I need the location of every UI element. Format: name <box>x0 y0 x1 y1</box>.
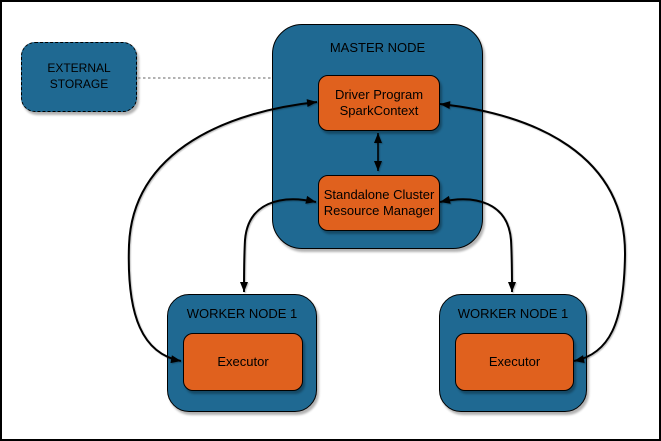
resource-manager-box: Standalone Cluster Resource Manager <box>318 175 440 231</box>
driver-program-label-line2: SparkContext <box>339 103 419 118</box>
worker-node-right: WORKER NODE 1 Executor <box>439 294 587 412</box>
master-node-title: MASTER NODE <box>329 40 426 55</box>
driver-program-label-line1: Driver Program <box>334 86 424 102</box>
executor-left-label: Executor <box>217 353 269 369</box>
executor-right-box: Executor <box>455 333 574 391</box>
resource-manager-label-line2: Resource Manager <box>323 203 435 218</box>
external-storage-label-line1: EXTERNAL <box>47 61 111 76</box>
external-storage-node: EXTERNAL STORAGE <box>21 42 137 112</box>
master-node: MASTER NODE Driver Program SparkContext … <box>272 24 483 249</box>
external-storage-label-line2: STORAGE <box>49 77 109 91</box>
worker-node-left-title: WORKER NODE 1 <box>186 306 298 321</box>
executor-right-label: Executor <box>488 353 541 369</box>
worker-node-left: WORKER NODE 1 Executor <box>167 294 317 412</box>
resource-manager-label-line1: Standalone Cluster <box>323 186 435 202</box>
executor-left-box: Executor <box>183 333 303 391</box>
driver-program-box: Driver Program SparkContext <box>318 75 440 131</box>
worker-node-right-title: WORKER NODE 1 <box>457 306 569 321</box>
